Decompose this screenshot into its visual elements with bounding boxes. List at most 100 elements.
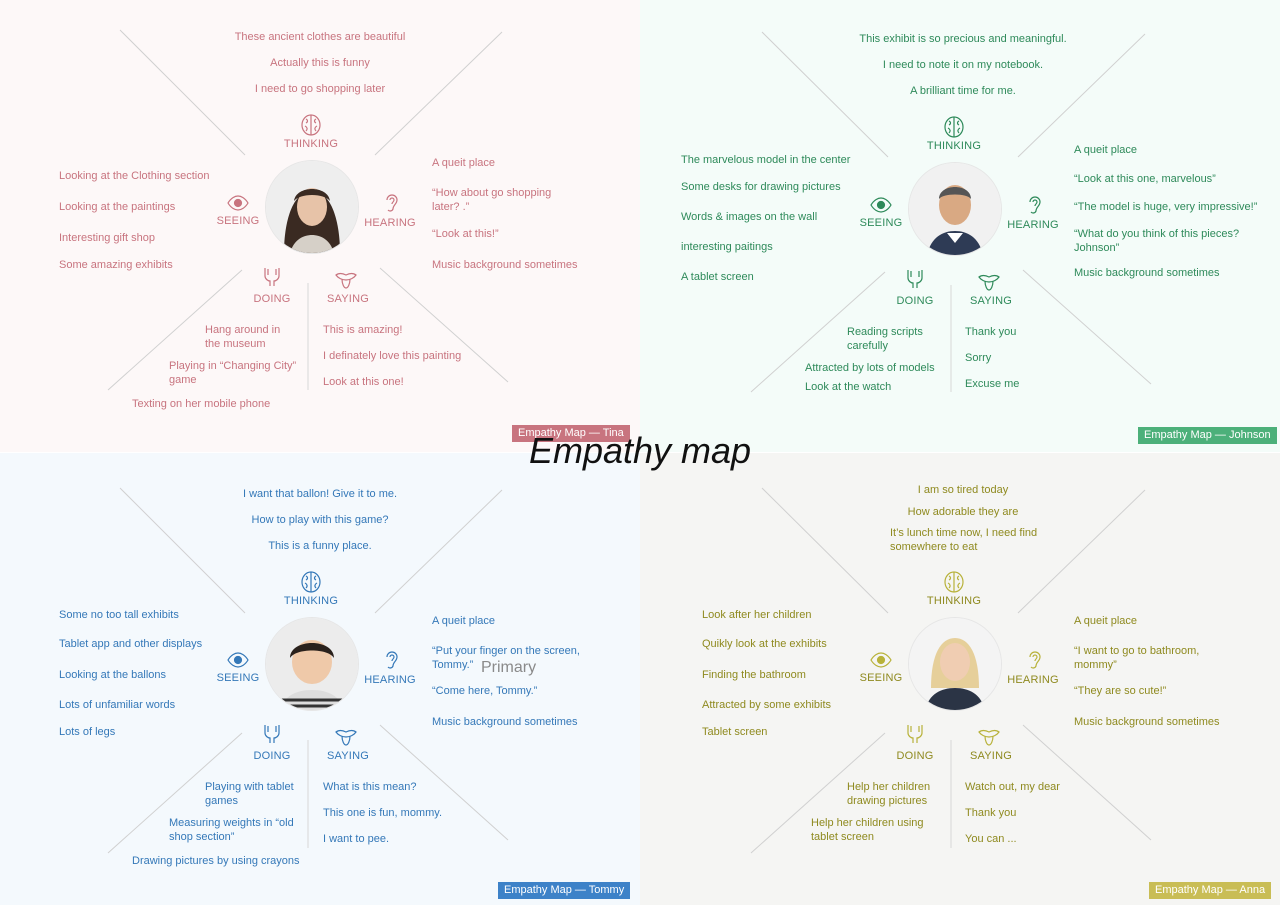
persona-avatar-anna [908,617,1002,711]
quadrant-divider-lines [750,31,1152,393]
seeing-item: interesting paitings [681,241,773,253]
hands-icon [903,267,927,291]
mouth-icon [977,269,1001,293]
hearing-item: Music background sometimes [1074,267,1220,279]
brain-icon [299,570,323,594]
seeing-item: A tablet screen [681,271,754,283]
eye-icon [226,648,250,672]
eye-icon [869,193,893,217]
saying-item: Excuse me [965,378,1020,390]
seeing-label: SEEING [859,217,903,229]
empathy-map-anna: I am so tired today How adorable they ar… [640,453,1280,905]
seeing-item: Quikly look at the exhibits [702,638,827,650]
thinking-item: I need to go shopping later [254,83,386,95]
seeing-item: Finding the bathroom [702,669,806,681]
mouth-icon [334,267,358,291]
hearing-label: HEARING [364,674,416,686]
thinking-item: A brilliant time for me. [910,85,1016,97]
doing-label: DOING [896,295,934,307]
overlay-label: Primary [481,659,537,676]
hands-icon [260,722,284,746]
ear-icon [380,648,404,672]
seeing-item: Looking at the Clothing section [59,170,210,182]
hands-icon [903,722,927,746]
saying-item: I want to pee. [323,833,390,845]
doing-item: Help her children drawing pictures [847,781,931,807]
hearing-item: “The model is huge, very impressive!” [1074,201,1258,213]
hearing-item: “I want to go to bathroom, mommy” [1074,645,1200,671]
page-title: Empathy map [528,430,752,471]
doing-item: Texting on her mobile phone [132,398,271,410]
ear-icon [1023,193,1047,217]
thinking-item: How adorable they are [907,506,1019,518]
seeing-item: Some desks for drawing pictures [681,181,841,193]
map-badge: Empathy Map — Tina [512,425,630,442]
hearing-item: “Look at this!” [432,228,499,240]
map-badge: Empathy Map — Tommy [498,882,631,899]
hearing-item: “Put your finger on the screen, Tommy.” [432,645,580,671]
hearing-item: “What do you think of this pieces? Johns… [1074,228,1240,254]
seeing-item: Tablet screen [702,726,768,738]
thinking-item: I want that ballon! Give it to me. [242,488,398,500]
hearing-item: A queit place [1074,615,1137,627]
doing-item: Help her children using tablet screen [811,817,924,843]
hearing-label: HEARING [1007,219,1059,231]
eye-icon [869,648,893,672]
eye-icon [226,191,250,215]
doing-label: DOING [896,750,934,762]
thinking-item: I need to note it on my notebook. [882,59,1044,71]
brain-icon [942,570,966,594]
saying-item: Thank you [965,807,1017,819]
ear-icon [380,191,404,215]
quadrant-divider-lines [750,487,1152,854]
seeing-item: Some amazing exhibits [59,259,173,271]
saying-item: You can ... [965,833,1017,845]
seeing-label: SEEING [216,672,260,684]
mouth-icon [334,724,358,748]
quadrant-divider-lines [107,487,509,854]
seeing-item: Look after her children [702,609,812,621]
saying-label: SAYING [970,750,1012,762]
empathy-map-tina: These ancient clothes are beautiful Actu… [0,0,640,452]
saying-item: This is amazing! [323,324,403,336]
thinking-item: It’s lunch time now, I need find somewhe… [890,527,1038,553]
thinking-label: THINKING [926,140,982,152]
saying-item: Thank you [965,326,1017,338]
thinking-item: This exhibit is so precious and meaningf… [859,33,1067,45]
ear-icon [1023,648,1047,672]
hearing-label: HEARING [364,217,416,229]
thinking-item: This is a funny place. [268,540,372,552]
hearing-item: “They are so cute!” [1074,685,1167,697]
hearing-item: A queit place [1074,144,1137,156]
saying-item: Look at this one! [323,376,404,388]
saying-item: Sorry [965,352,992,364]
mouth-icon [977,724,1001,748]
seeing-item: Words & images on the wall [681,211,818,223]
hearing-item: A queit place [432,157,495,169]
hearing-item: “Come here, Tommy.” [432,685,538,697]
hearing-item: A queit place [432,615,495,627]
saying-label: SAYING [970,295,1012,307]
thinking-label: THINKING [283,595,339,607]
saying-item: What is this mean? [323,781,417,793]
saying-item: This one is fun, mommy. [323,807,442,819]
persona-avatar-johnson [908,162,1002,256]
hearing-item: Music background sometimes [432,259,578,271]
seeing-item: Some no too tall exhibits [59,609,179,621]
seeing-label: SEEING [216,215,260,227]
hearing-item: Music background sometimes [432,716,578,728]
saying-item: I definately love this painting [323,350,462,362]
thinking-item: Actually this is funny [270,57,370,69]
doing-item: Hang around in the museum [205,324,281,350]
doing-item: Attracted by lots of models [805,362,935,374]
brain-icon [299,113,323,137]
thinking-item: I am so tired today [917,484,1009,496]
seeing-item: Looking at the paintings [59,201,176,213]
doing-item: Reading scripts carefully [847,326,923,352]
seeing-item: Lots of unfamiliar words [59,699,176,711]
hearing-item: “How about go shopping later? .” [432,187,552,213]
saying-label: SAYING [327,293,369,305]
quadrant-divider-lines [107,29,509,391]
thinking-label: THINKING [926,595,982,607]
doing-item: Playing with tablet games [205,781,294,807]
